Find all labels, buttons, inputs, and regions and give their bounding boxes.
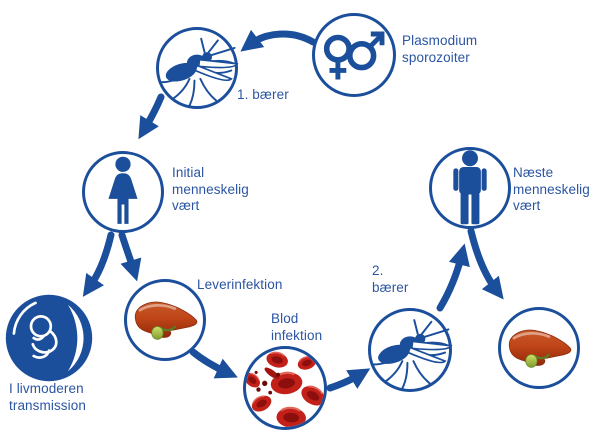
carrier2-node — [368, 308, 453, 392]
carrier1-node — [156, 27, 239, 109]
plasmodium-node — [312, 13, 396, 97]
initial-host-label: Initial menneskelig vært — [172, 165, 249, 213]
mosquito-icon — [160, 37, 239, 107]
arrow-plasmodium-to-carrier1 — [240, 29, 317, 52]
arrow-initial-host-to-liver1 — [118, 231, 142, 282]
carrier1-label: 1. bærer — [237, 87, 289, 102]
blood-label: Blod infektion — [271, 311, 323, 343]
liver1-node — [124, 279, 206, 361]
liver2-node — [498, 307, 580, 389]
mosquito-icon — [372, 319, 453, 390]
arrow-blood-to-carrier2 — [326, 368, 371, 392]
woman-icon — [108, 156, 138, 224]
arrow-carrier1-to-initial-host — [138, 93, 165, 140]
gender-symbols-icon — [323, 31, 385, 80]
next-host-node — [429, 147, 511, 229]
arrow-next-host-to-liver2 — [467, 227, 504, 300]
fetus-icon — [5, 294, 93, 382]
arrow-carrier2-to-next-host — [436, 243, 470, 312]
arrow-liver1-to-blood — [189, 348, 238, 379]
carrier2-label: 2. bærer — [372, 263, 409, 295]
blood-cells-icon — [246, 349, 324, 427]
liver-icon — [134, 301, 198, 340]
liver-icon — [508, 329, 572, 368]
utero-label: I livmoderen transmission — [9, 381, 86, 413]
liver1-label: Leverinfektion — [197, 277, 283, 292]
plasmodium-label: Plasmodium sporozoiter — [402, 33, 478, 65]
man-icon — [453, 150, 487, 225]
initial-host-node — [82, 151, 164, 233]
utero-node — [4, 293, 94, 383]
arrow-initial-host-to-utero — [82, 231, 115, 297]
blood-node — [243, 346, 327, 430]
next-host-label: Næste menneskelig vært — [513, 165, 590, 213]
